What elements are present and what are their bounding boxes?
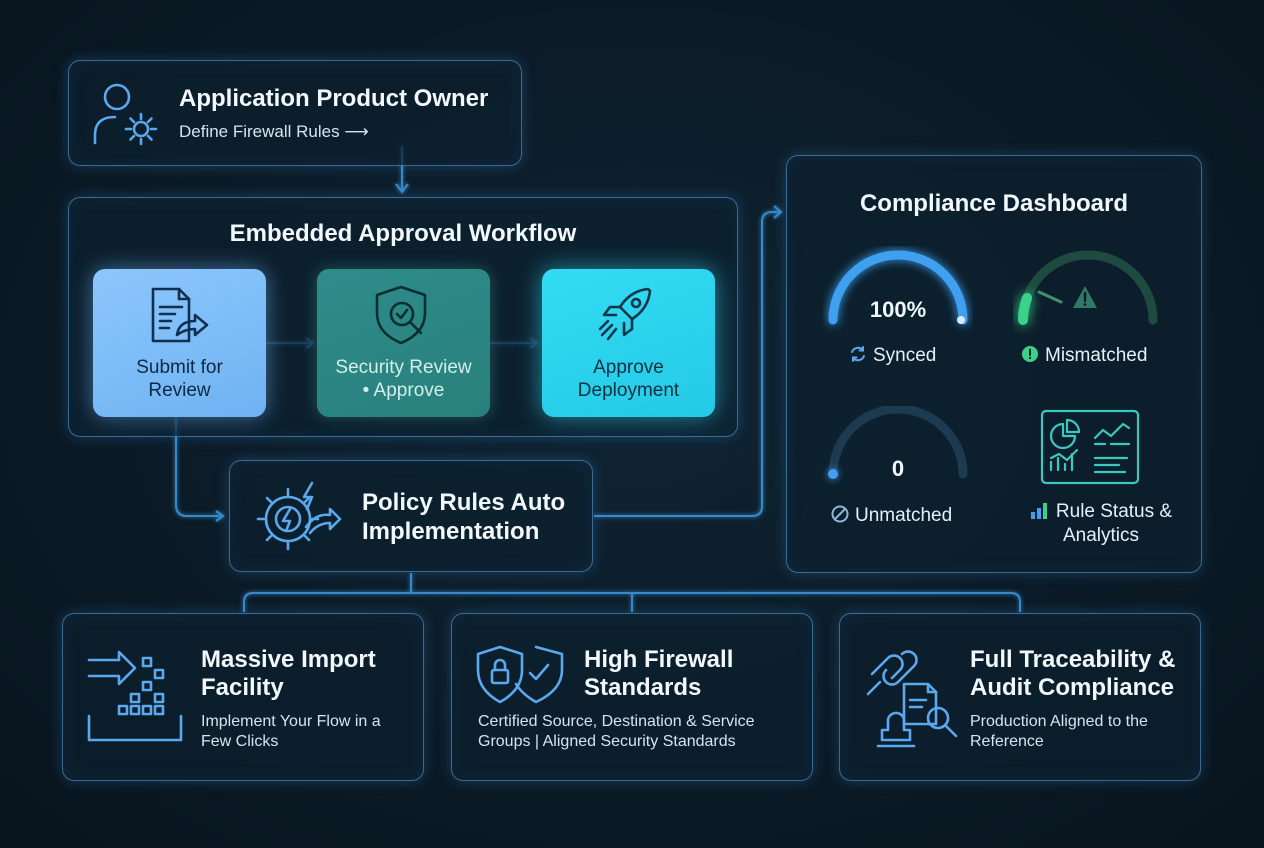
trace-sub-line2: Reference — [970, 733, 1044, 750]
sync-icon — [851, 346, 865, 362]
bar-chart-icon — [1030, 503, 1047, 519]
policy-title-line1: Policy Rules Auto — [362, 489, 566, 516]
owner-title: Application Product Owner — [179, 85, 489, 112]
trace-title-line2: Audit Compliance — [970, 674, 1175, 701]
analytics-label-line1: Rule Status & — [1055, 501, 1173, 522]
step-security-line2: • Approve — [362, 380, 445, 401]
user-gear-icon — [93, 83, 158, 146]
compliance-title: Compliance Dashboard — [859, 190, 1129, 217]
step-approve-line2: Deployment — [577, 380, 680, 401]
analytics-label-line2: Analytics — [1062, 525, 1140, 546]
shield-search-icon — [375, 285, 427, 345]
step-approve-line1: Approve — [593, 357, 664, 378]
trace-title-line1: Full Traceability & — [970, 646, 1176, 673]
import-sub-line1: Implement Your Flow in a — [201, 713, 381, 730]
mismatched-gauge — [1018, 250, 1158, 325]
chain-document-stamp-icon — [866, 650, 958, 748]
unmatched-label: Unmatched — [855, 505, 953, 526]
compliance-dashboard-panel: Compliance Dashboard 100% Synced Mismatc… — [786, 155, 1202, 573]
analytics-dashboard-icon — [1040, 409, 1140, 485]
gear-lightning-icon — [256, 481, 342, 551]
synced-label-row: Synced — [849, 345, 936, 367]
trace-sub-line1: Production Aligned to the — [970, 713, 1148, 730]
mismatched-label: Mismatched — [1045, 345, 1148, 366]
product-owner-panel: Application Product Owner Define Firewal… — [68, 60, 522, 166]
policy-title-line2: Implementation — [362, 518, 540, 545]
import-sub-line2: Few Clicks — [201, 733, 279, 750]
step-security-review[interactable]: Security Review• Approve — [317, 269, 490, 417]
synced-gauge — [828, 250, 968, 325]
import-title-line2: Facility — [201, 674, 284, 701]
owner-subtitle: Define Firewall Rules ⟶ — [179, 122, 369, 141]
synced-value: 100% — [869, 297, 927, 322]
rocket-icon — [598, 287, 652, 341]
import-title-line1: Massive Import — [201, 646, 376, 673]
import-icon — [87, 650, 183, 742]
alert-circle-icon — [1022, 346, 1038, 362]
workflow-title: Embedded Approval Workflow — [229, 220, 577, 247]
step-submit-line2: Review — [148, 380, 211, 401]
traceability-audit-card: Full Traceability &Audit Compliance Prod… — [839, 613, 1201, 781]
standards-title-line1: High Firewall — [584, 646, 734, 673]
mismatched-label-row: Mismatched — [1021, 345, 1147, 367]
unmatched-gauge — [828, 406, 968, 479]
synced-label: Synced — [873, 345, 937, 366]
standards-sub-line2: Groups | Aligned Security Standards — [478, 733, 736, 750]
document-submit-icon — [151, 287, 209, 343]
double-shield-icon — [476, 645, 564, 704]
standards-title-line2: Standards — [584, 674, 702, 701]
unmatched-value: 0 — [891, 456, 905, 481]
unmatched-label-row: Unmatched — [831, 505, 952, 527]
step-security-line1: Security Review — [335, 357, 472, 378]
standards-sub-line1: Certified Source, Destination & Service — [478, 713, 755, 730]
analytics-label: Rule Status & Analytics — [1011, 500, 1191, 548]
cancel-circle-icon — [831, 505, 849, 523]
step-submit-line1: Submit for — [136, 357, 223, 378]
